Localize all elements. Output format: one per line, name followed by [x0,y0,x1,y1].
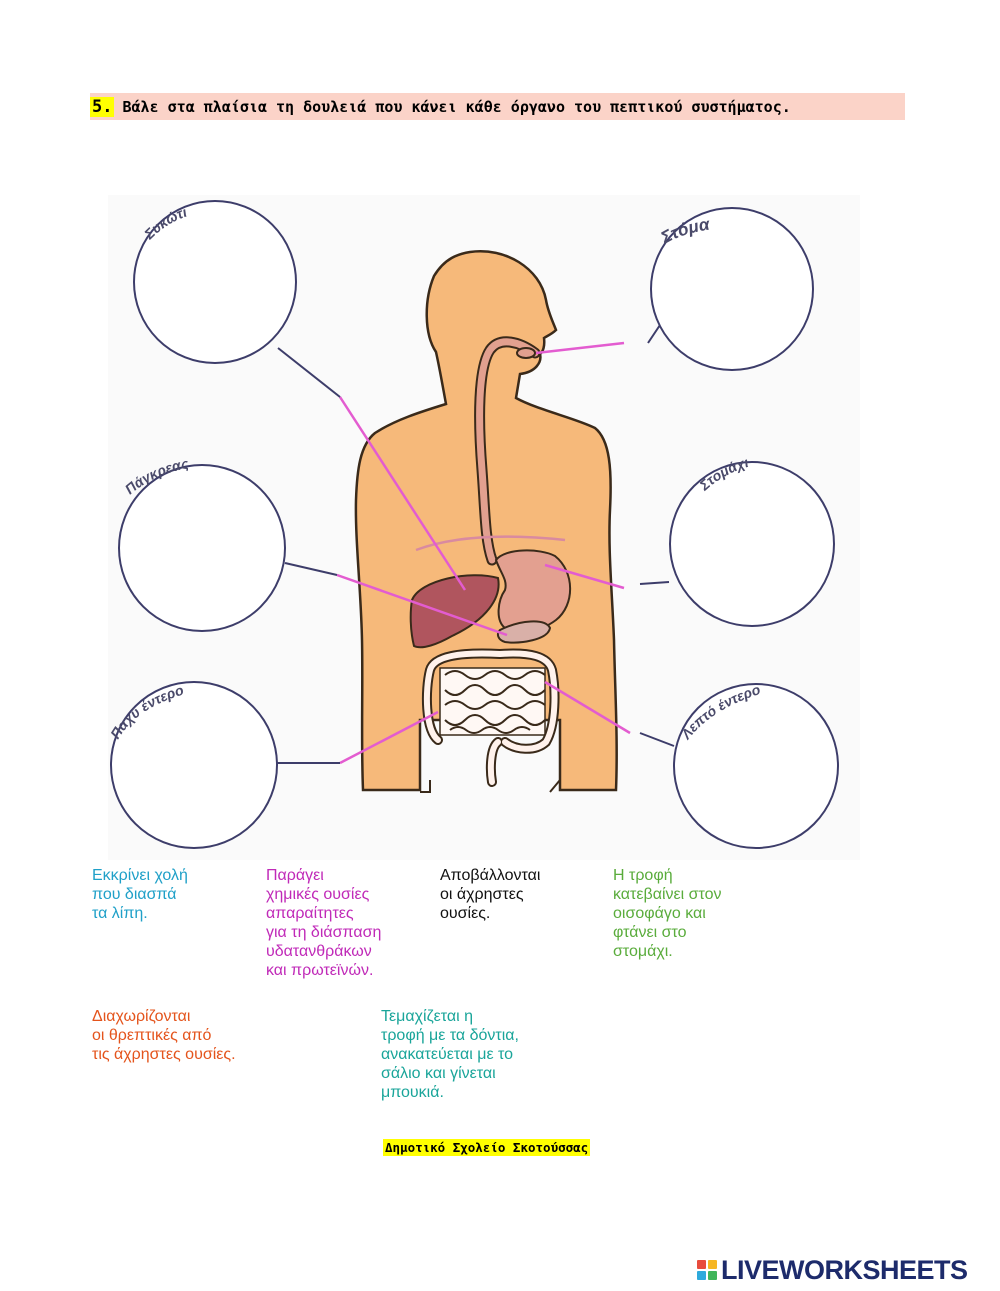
dark-connectors [276,324,675,764]
small-intestine-circle[interactable] [673,683,839,849]
card-nutrients[interactable]: Διαχωρίζονται οι θρεπτικές από τις άχρησ… [92,1008,236,1063]
large-intestine-circle[interactable] [110,681,278,849]
stomach-circle[interactable] [669,461,835,627]
pancreas-circle[interactable] [118,464,286,632]
pancreas-organ [496,620,552,644]
instruction-text: Βάλε στα πλαίσια τη δουλειά που κάνει κά… [122,97,791,116]
brand-logo: LIVEWORKSHEETS [697,1255,968,1285]
card-waste[interactable]: Αποβάλλονται οι άχρηστες ουσίες. [440,867,541,922]
brand-name: LIVEWORKSHEETS [721,1254,968,1285]
card-bile[interactable]: Εκκρίνει χολή που διασπά τα λίπη. [92,867,188,922]
instruction-bar: 5. Βάλε στα πλαίσια τη δουλειά που κάνει… [90,93,905,120]
diaphragm-line [415,535,566,552]
large-intestine-organ [423,650,558,785]
card-esophagus[interactable]: Η τροφή κατεβαίνει στον οισοφάγο και φτά… [613,867,722,960]
pink-connectors [336,341,631,765]
question-number: 5. [90,96,115,117]
liver-circle[interactable] [133,200,297,364]
card-chewing[interactable]: Τεμαχίζεται η τροφή με τα δόντια, ανακατ… [381,1008,519,1101]
small-intestine-organ [439,667,546,736]
school-name: Δημοτικό Σχολείο Σκοτούσσας [383,1139,591,1156]
liveworksheets-icon [697,1260,717,1280]
mouth-circle[interactable] [650,207,814,371]
esophagus [474,336,541,566]
card-chemicals[interactable]: Παράγει χημικές ουσίες απαραίτητες για τ… [266,867,382,979]
